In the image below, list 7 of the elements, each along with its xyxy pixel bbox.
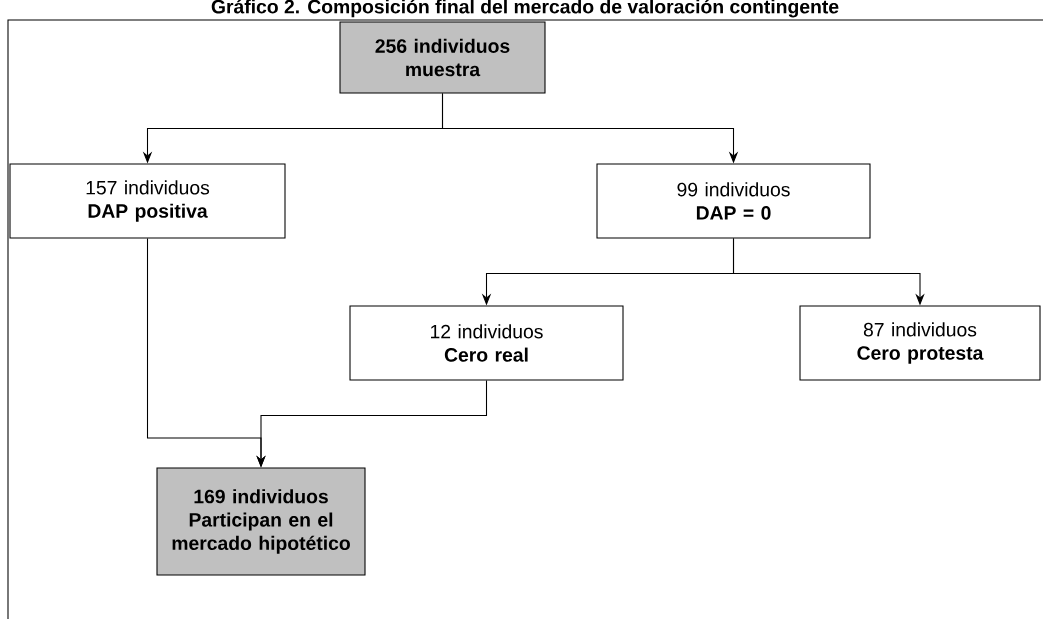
highlighted-box: 169 individuos Participan en el mercado hipotético — [156, 467, 366, 576]
highlighted-box: 256 individuos muestra — [339, 21, 546, 94]
process-box: 87 individuos Cero protesta — [799, 305, 1041, 381]
process-box: 12 individuos Cero real — [349, 305, 624, 381]
title: Gráfico 2. Composición final del mercado de valoración contingente — [211, 0, 839, 18]
process-box: 99 individuos DAP = 0 — [596, 163, 871, 239]
process-box: 157 individuos DAP positiva — [9, 163, 286, 239]
